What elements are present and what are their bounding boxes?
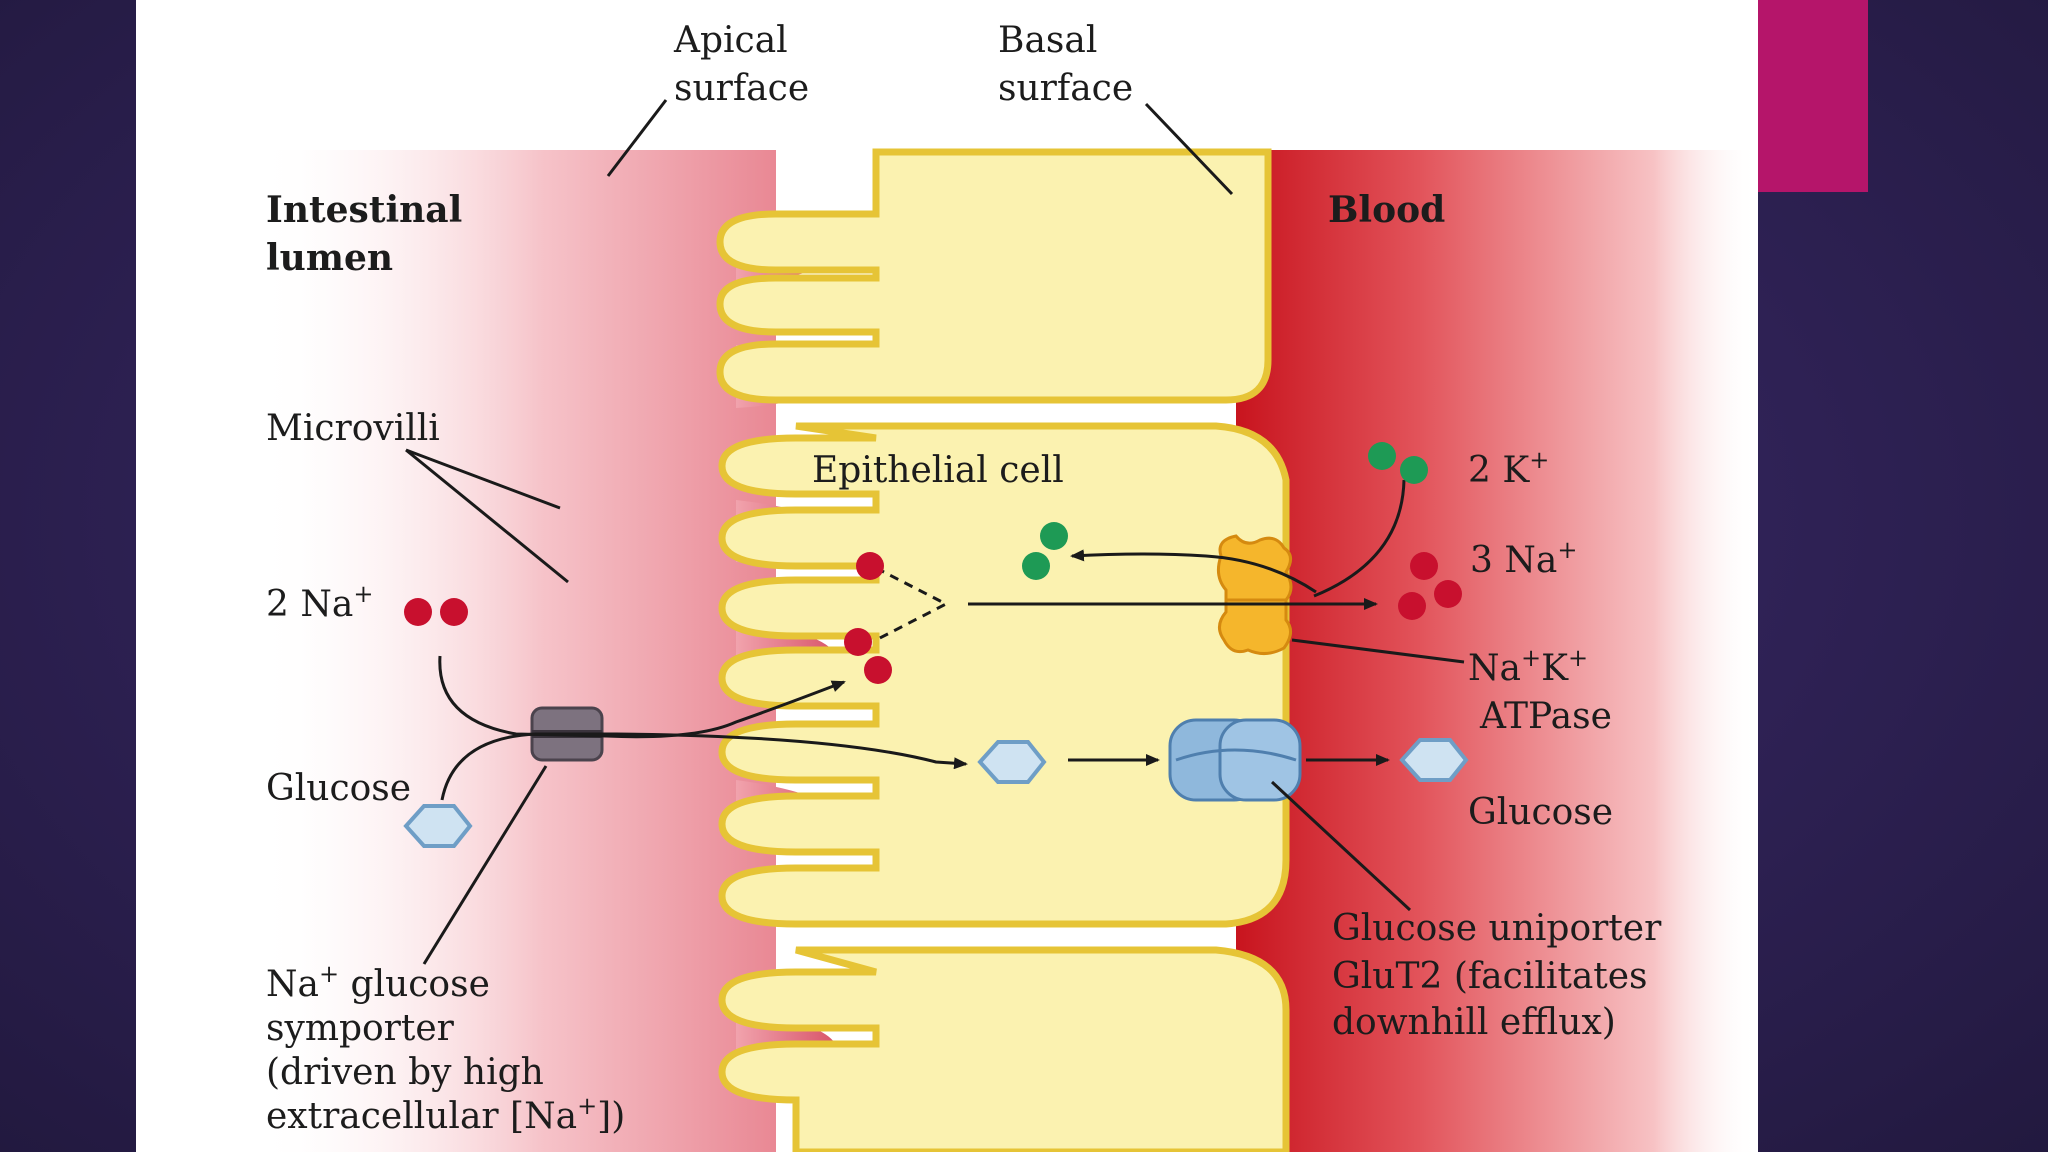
apical-surface-label: Apical surface bbox=[673, 20, 809, 109]
blood-region bbox=[1236, 150, 1758, 1152]
intestinal-lumen-region bbox=[256, 150, 776, 1152]
three-sodium-label: 3 Na+ bbox=[1470, 536, 1577, 581]
basal-surface-label: Basal surface bbox=[998, 20, 1133, 109]
accent-bar bbox=[1756, 0, 1868, 192]
leader-lines bbox=[405, 99, 1465, 965]
na-k-atpase-pump bbox=[1216, 534, 1293, 655]
intestinal-lumen-label: Intestinal lumen bbox=[266, 189, 475, 279]
glucose-uniporter-label: Glucose uniporter GluT2 (facilitates dow… bbox=[1332, 908, 1673, 1043]
flow-arrows bbox=[438, 479, 1406, 801]
glut2-uniporter bbox=[1168, 718, 1302, 802]
slide-panel: Apical surface Basal surface Intestinal … bbox=[136, 0, 1758, 1152]
sodium-ions bbox=[404, 552, 1462, 684]
epithelial-cell-label: Epithelial cell bbox=[812, 450, 1064, 491]
epithelial-cell-top bbox=[716, 148, 1272, 404]
glucose-molecules bbox=[403, 738, 1469, 848]
glucose-lumen-label: Glucose bbox=[266, 768, 411, 809]
potassium-ions bbox=[1022, 442, 1428, 580]
two-sodium-label: 2 Na+ bbox=[266, 580, 373, 625]
microvilli-label: Microvilli bbox=[266, 408, 440, 449]
glucose-blood-label: Glucose bbox=[1468, 792, 1613, 833]
na-k-atpase-label: Na+K+ ATPase bbox=[1468, 634, 1612, 737]
two-potassium-label: 2 K+ bbox=[1468, 446, 1549, 491]
glucose-transport-diagram: Apical surface Basal surface Intestinal … bbox=[256, 20, 1758, 1152]
blood-label: Blood bbox=[1328, 189, 1445, 231]
symporter-label: Na+ glucose symporter (driven by high ex… bbox=[266, 960, 625, 1137]
epithelial-cell-bottom bbox=[718, 946, 1290, 1152]
epithelial-cell-main bbox=[718, 422, 1290, 928]
